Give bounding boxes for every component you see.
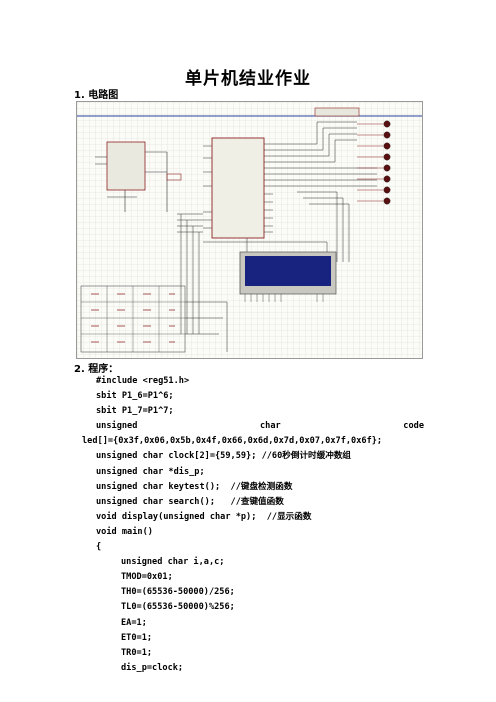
- circuit-heading: 1. 电路图: [74, 90, 119, 101]
- code-line: unsigned char i,a,c;: [121, 557, 225, 568]
- circuit-diagram-image: [76, 101, 423, 359]
- code-line: {: [96, 542, 102, 553]
- code-line: TL0=(65536-50000)%256;: [121, 602, 235, 613]
- code-line: unsigned char search(); //查键值函数: [96, 496, 284, 507]
- code-line-justified: unsigned char code: [74, 419, 424, 434]
- code-line: ET0=1;: [121, 632, 153, 643]
- code-listing: #include <reg51.h> sbit P1_6=P1^6; sbit …: [74, 374, 424, 676]
- code-word: code: [403, 421, 424, 432]
- code-line: void display(unsigned char *p); //显示函数: [96, 511, 312, 522]
- code-line: #include <reg51.h>: [96, 376, 190, 386]
- code-word: char: [260, 421, 281, 432]
- code-line: TH0=(65536-50000)/256;: [121, 587, 235, 598]
- code-line: unsigned char clock[2]={59,59}; //60秒倒计时…: [96, 451, 352, 462]
- code-line: sbit P1_6=P1^6;: [96, 391, 174, 402]
- code-line: TMOD=0x01;: [121, 572, 173, 583]
- page-title: 单片机结业作业: [185, 69, 311, 89]
- code-word: unsigned: [96, 421, 138, 432]
- code-line: led[]={0x3f,0x06,0x5b,0x4f,0x66,0x6d,0x7…: [82, 436, 383, 447]
- program-heading: 2. 程序：: [74, 364, 119, 375]
- code-line: EA=1;: [121, 617, 147, 628]
- code-line: unsigned char *dis_p;: [96, 466, 205, 477]
- code-line: unsigned char keytest(); //键盘检测函数: [96, 481, 293, 492]
- code-line: dis_p=clock;: [121, 662, 184, 673]
- code-line: void main(): [96, 526, 153, 537]
- code-line: TR0=1;: [121, 647, 153, 658]
- code-line: sbit P1_7=P1^7;: [96, 406, 174, 417]
